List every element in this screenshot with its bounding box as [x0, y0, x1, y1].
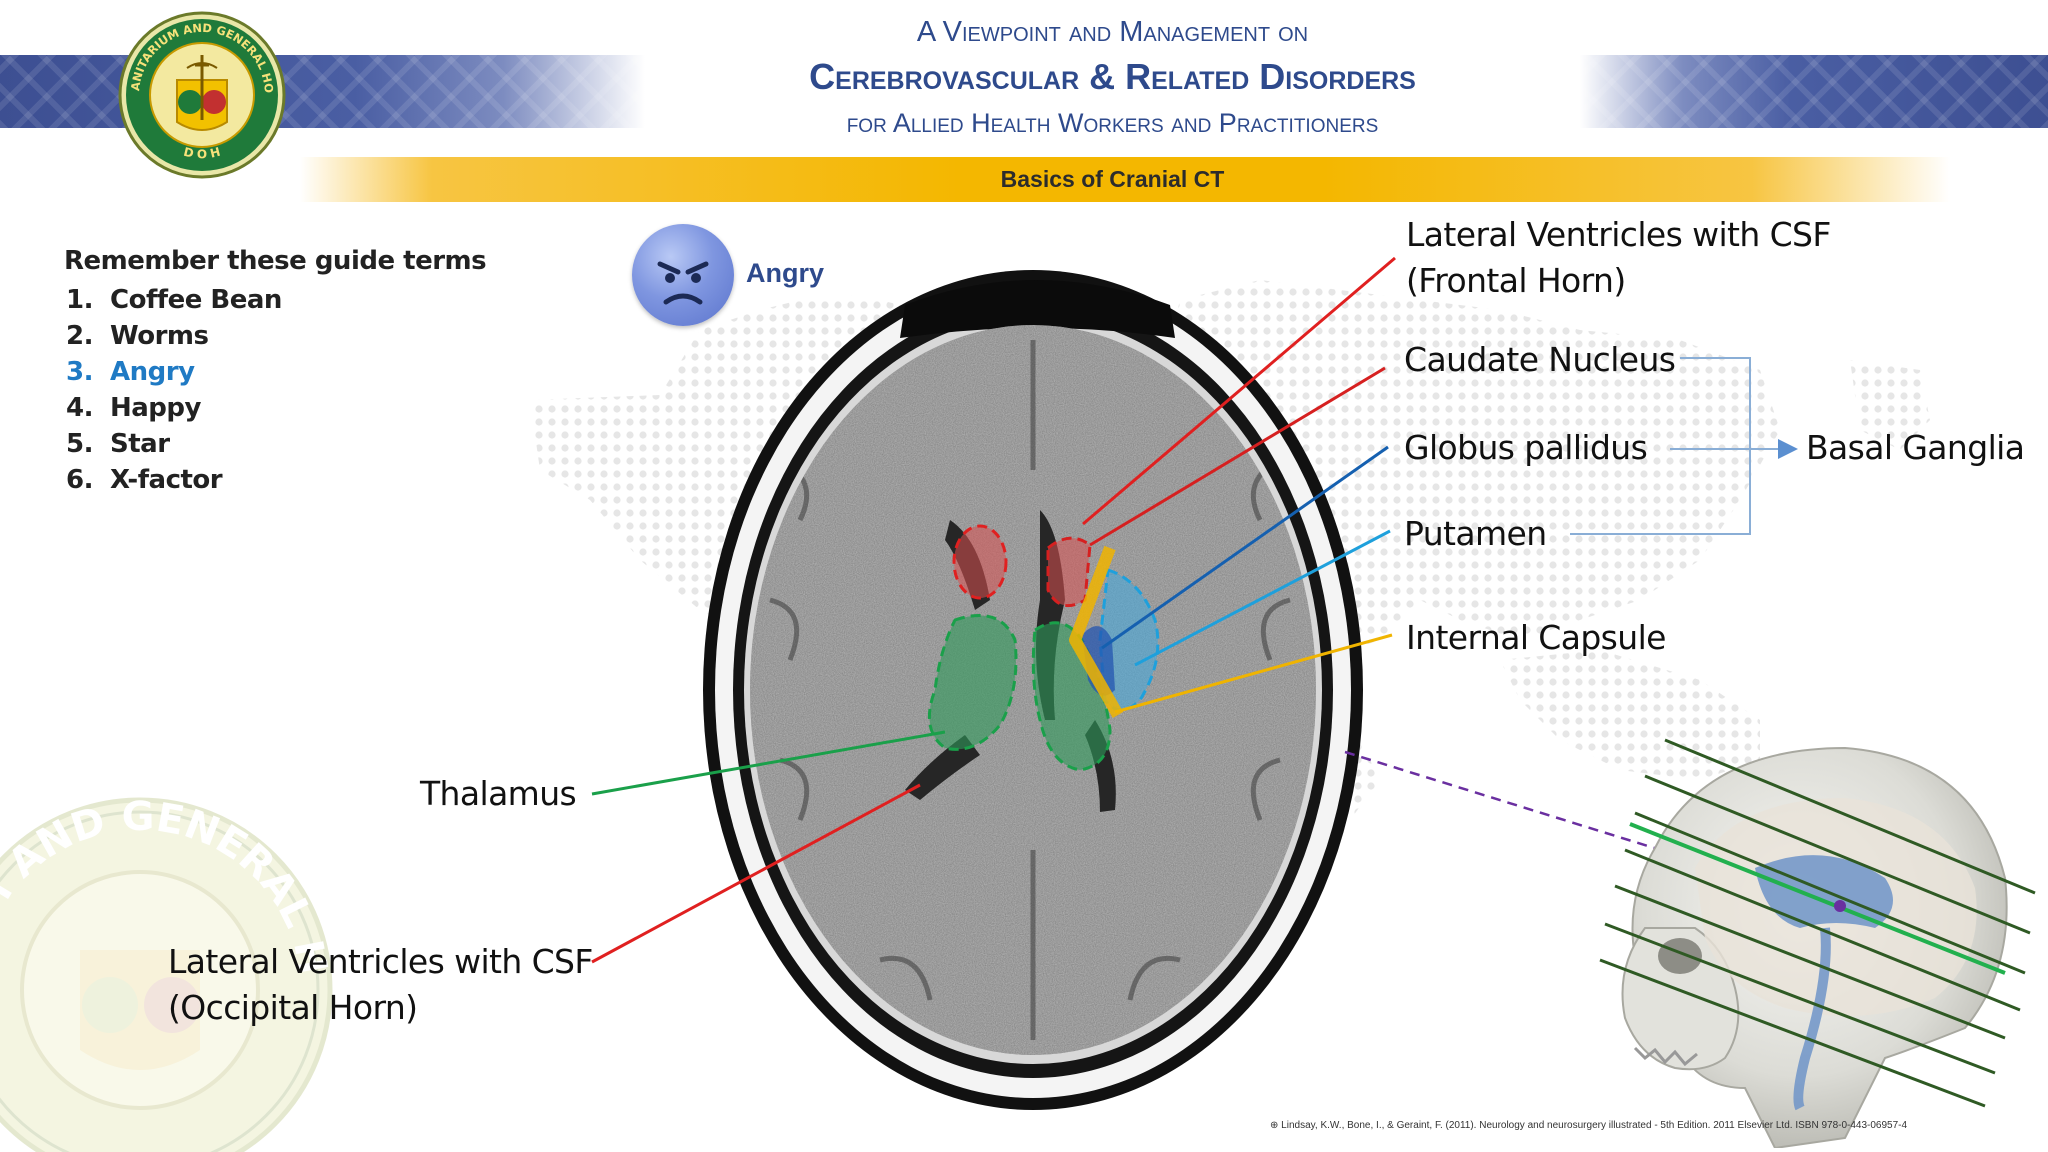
label-caudate-nucleus: Caudate Nucleus	[1404, 340, 1676, 379]
label-thalamus: Thalamus	[420, 774, 577, 813]
angry-face-icon	[632, 224, 734, 326]
guide-list: 1.Coffee Bean 2.Worms 3.Angry 4.Happy 5.…	[66, 282, 282, 498]
guide-item: 1.Coffee Bean	[66, 285, 282, 315]
leader-thalamus	[591, 730, 946, 796]
guide-title: Remember these guide terms	[64, 246, 487, 276]
header-title: Cerebrovascular & Related Disorders	[809, 56, 1416, 97]
head-slice-illustration	[1599, 738, 2036, 1148]
watermark-seal: SANITARIUM AND GENERAL HOSPITAL	[0, 790, 336, 1152]
angry-label: Angry	[746, 258, 825, 288]
copyright-icon: ⊕	[1270, 1120, 1282, 1131]
guide-item-active: 3.Angry	[66, 357, 195, 387]
header-banner-left	[0, 55, 645, 128]
guide-item: 4.Happy	[66, 393, 201, 423]
leader-internal-capsule	[1114, 633, 1393, 714]
section-title: Basics of Cranial CT	[1000, 166, 1225, 192]
guide-item: 5.Star	[66, 429, 170, 459]
guide-item: 6.X-factor	[66, 465, 223, 495]
leader-globus	[1101, 445, 1389, 650]
citation: ⊕ Lindsay, K.W., Bone, I., & Geraint, F.…	[1270, 1120, 1908, 1131]
label-frontal-horn-line1: Lateral Ventricles with CSF	[1406, 215, 1831, 254]
internal-capsule-overlay	[1069, 545, 1124, 718]
guide-item: 2.Worms	[66, 321, 209, 351]
label-occipital-horn-line1: Lateral Ventricles with CSF	[168, 942, 593, 981]
caudate-nucleus-overlay	[1046, 536, 1092, 608]
label-internal-capsule: Internal Capsule	[1406, 618, 1666, 657]
section-title-band	[300, 157, 1950, 202]
label-frontal-horn-line2: (Frontal Horn)	[1406, 261, 1626, 300]
label-occipital-horn-line2: (Occipital Horn)	[168, 988, 418, 1027]
leader-frontal-horn	[1082, 256, 1396, 526]
leader-caudate	[1089, 366, 1386, 547]
header-banner-right	[1580, 55, 2048, 128]
hospital-seal-logo: SULU SANITARIUM AND GENERAL HOSPITAL D O…	[117, 10, 286, 179]
ventricle-frontal-horn-left	[952, 524, 1008, 600]
basal-ganglia-bracket	[1570, 357, 1798, 535]
header-line-1: A Viewpoint and Management on	[916, 16, 1309, 48]
leader-putamen	[1134, 529, 1391, 667]
label-basal-ganglia: Basal Ganglia	[1806, 428, 2025, 467]
leader-occipital-horn	[591, 783, 921, 964]
label-globus-pallidus: Globus pallidus	[1404, 428, 1648, 467]
header-line-3: for Allied Health Workers and Practition…	[846, 108, 1379, 138]
svg-text:D O H: D O H	[182, 145, 222, 162]
label-putamen: Putamen	[1404, 514, 1547, 553]
